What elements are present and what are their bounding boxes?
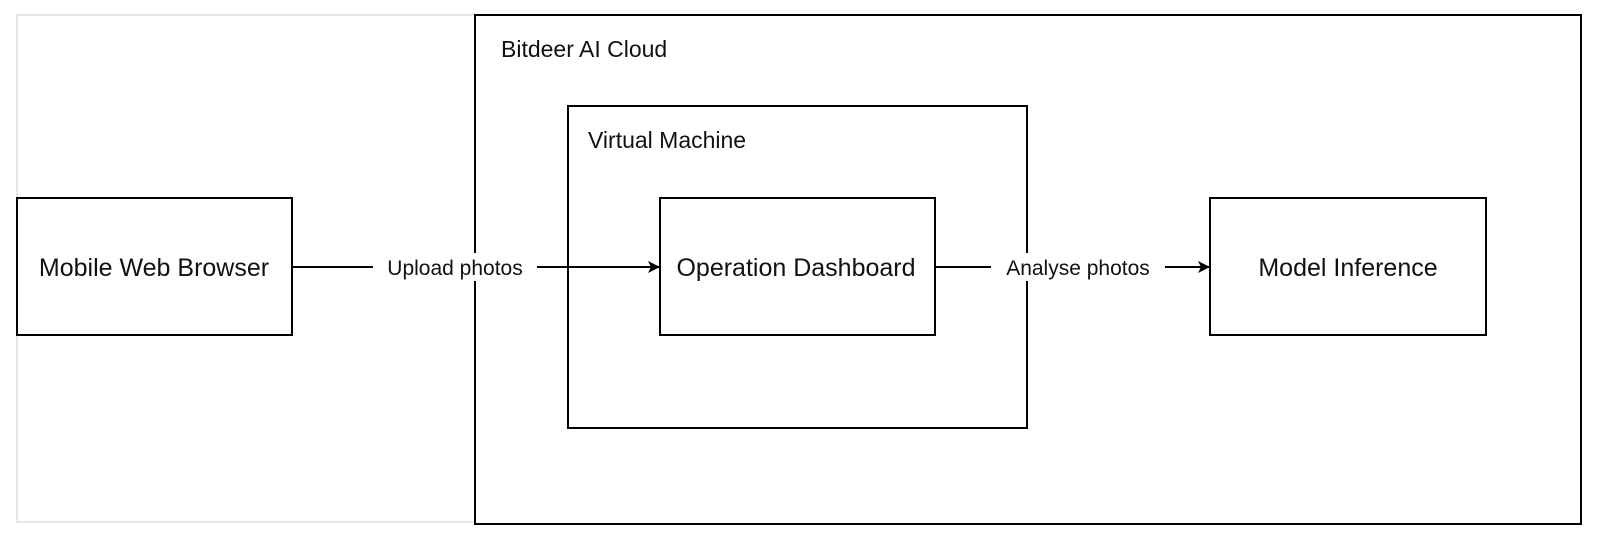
vm-container-label: Virtual Machine — [588, 127, 746, 153]
dashboard-node — [659, 197, 936, 336]
cloud-container-label: Bitdeer AI Cloud — [501, 36, 667, 62]
analyse-edge-label-bg — [991, 253, 1165, 281]
upload-edge-label: Upload photos — [387, 257, 522, 280]
upload-edge-label-bg — [373, 253, 537, 281]
dashboard-node-label: Operation Dashboard — [676, 254, 915, 282]
browser-node-label: Mobile Web Browser — [39, 254, 269, 282]
inference-node — [1209, 197, 1487, 336]
analyse-edge-label: Analyse photos — [1006, 257, 1150, 280]
inference-node-label: Model Inference — [1258, 254, 1437, 282]
